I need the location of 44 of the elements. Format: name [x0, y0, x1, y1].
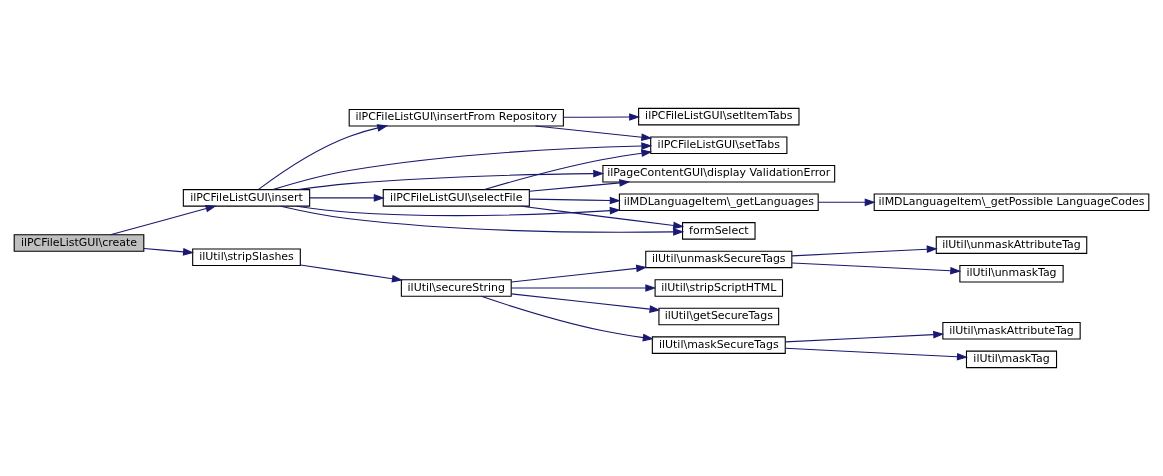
arrow — [280, 205, 685, 236]
arrow — [510, 293, 661, 313]
arrow — [257, 124, 389, 191]
arrow — [529, 179, 631, 192]
arrow — [143, 247, 195, 256]
arrow — [817, 198, 876, 207]
arrow — [784, 347, 968, 361]
node-box: ilUtil\stripScriptHTML — [654, 279, 784, 297]
node-box: ilPCFileListGUI\insert — [182, 189, 311, 207]
node-box: ilUtil\unmaskAttributeTag — [935, 236, 1088, 254]
node-box: ilUtil\maskTag — [965, 350, 1058, 369]
arrow — [272, 142, 653, 191]
node-box: ilMDLanguageItem\_getPossible LanguageCodes — [873, 193, 1150, 212]
arrow — [299, 264, 403, 283]
arrow — [483, 149, 653, 191]
arrow — [510, 284, 657, 292]
arrow — [510, 264, 648, 283]
arrow — [296, 205, 621, 217]
node-box: formSelect — [682, 222, 756, 240]
arrow — [520, 205, 685, 230]
node-box: ilUtil\unmaskTag — [959, 264, 1064, 283]
arrow — [534, 125, 653, 141]
node-box: ilPCFileListGUI\selectFile — [382, 189, 530, 207]
arrow — [480, 295, 654, 342]
node-box: ilPCFileListGUI\create — [13, 234, 145, 252]
node-box: ilPCFileListGUI\setItemTabs — [638, 107, 800, 126]
node-box: ilUtil\unmaskSecureTags — [645, 250, 793, 269]
arrow — [563, 113, 641, 121]
arrow — [791, 262, 962, 275]
node-box: ilUtil\maskAttributeTag — [942, 322, 1081, 340]
arrow — [791, 245, 938, 257]
arrow — [784, 330, 945, 343]
node-box: ilUtil\secureString — [400, 279, 512, 297]
node-box: ilUtil\stripSlashes — [192, 248, 301, 266]
node-box: ilPCFileListGUI\insertFrom Repository — [348, 108, 564, 127]
node-box: ilPCFileListGUI\setTabs — [650, 136, 788, 154]
node-box: ilUtil\getSecureTags — [658, 307, 780, 326]
arrow — [529, 196, 621, 205]
arrow — [309, 194, 385, 202]
node-box: ilUtil\maskSecureTags — [651, 336, 786, 354]
node-box: ilMDLanguageItem\_getLanguages — [618, 193, 819, 212]
node-box: ilPageContentGUI\display ValidationError — [602, 164, 836, 183]
arrow — [109, 204, 217, 236]
arrow — [297, 169, 605, 191]
